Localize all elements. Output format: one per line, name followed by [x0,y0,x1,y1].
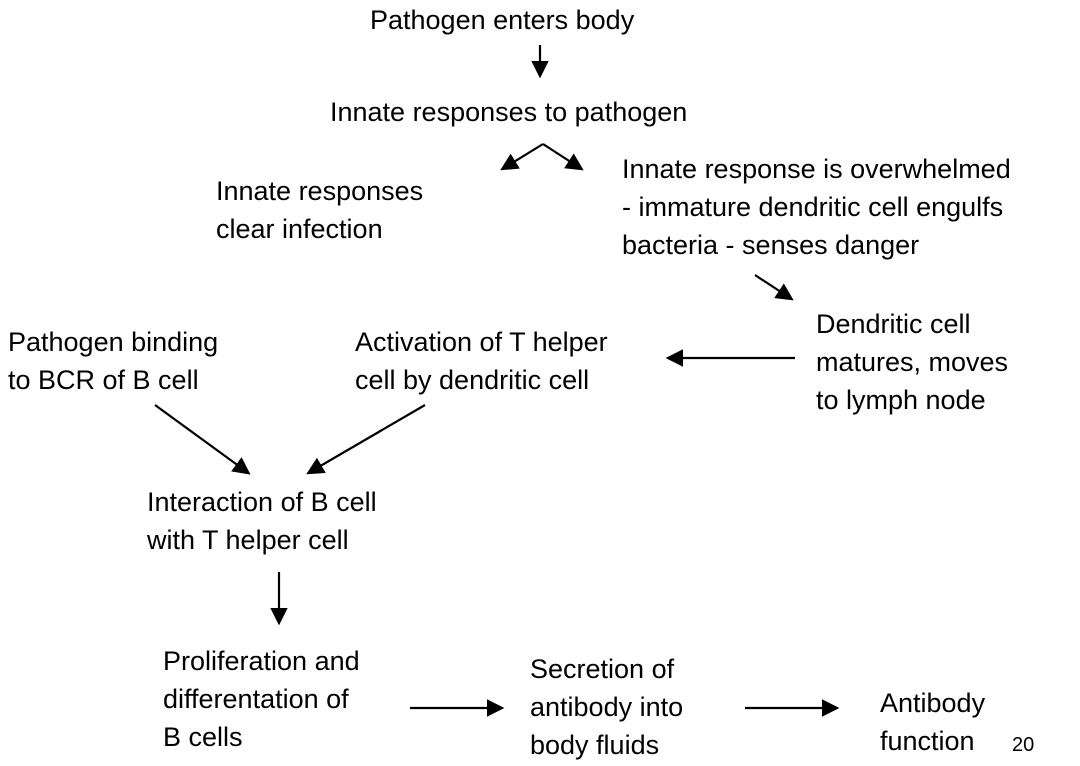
page-number: 20 [1012,734,1035,756]
node-secretion: Secretion of antibody into body fluids [530,654,684,760]
arrow-overwhelmed-to-dendritic [754,274,794,301]
node-innate-overwhelmed: Innate response is overwhelmed - immatur… [622,154,1011,260]
arrow-binding-to-interaction [154,404,251,475]
node-innate-clear: Innate responses clear infection [216,176,424,244]
node-b-t-interaction: Interaction of B cell with T helper cell [147,487,377,555]
arrow-activation-to-interaction [306,404,426,475]
arrow-innate-to-clear [500,143,544,171]
node-pathogen-enters: Pathogen enters body [370,5,635,35]
node-dendritic-matures: Dendritic cell matures, moves to lymph n… [816,309,1009,415]
node-antibody-function: Antibody function [880,688,986,756]
node-t-helper-activation: Activation of T helper cell by dendritic… [355,327,608,395]
node-pathogen-binding: Pathogen binding to BCR of B cell [8,327,219,395]
arrow-innate-to-overwhelmed [542,143,584,171]
node-proliferation: Proliferation and differentation of B ce… [163,646,360,752]
node-innate-responses: Innate responses to pathogen [330,97,688,127]
